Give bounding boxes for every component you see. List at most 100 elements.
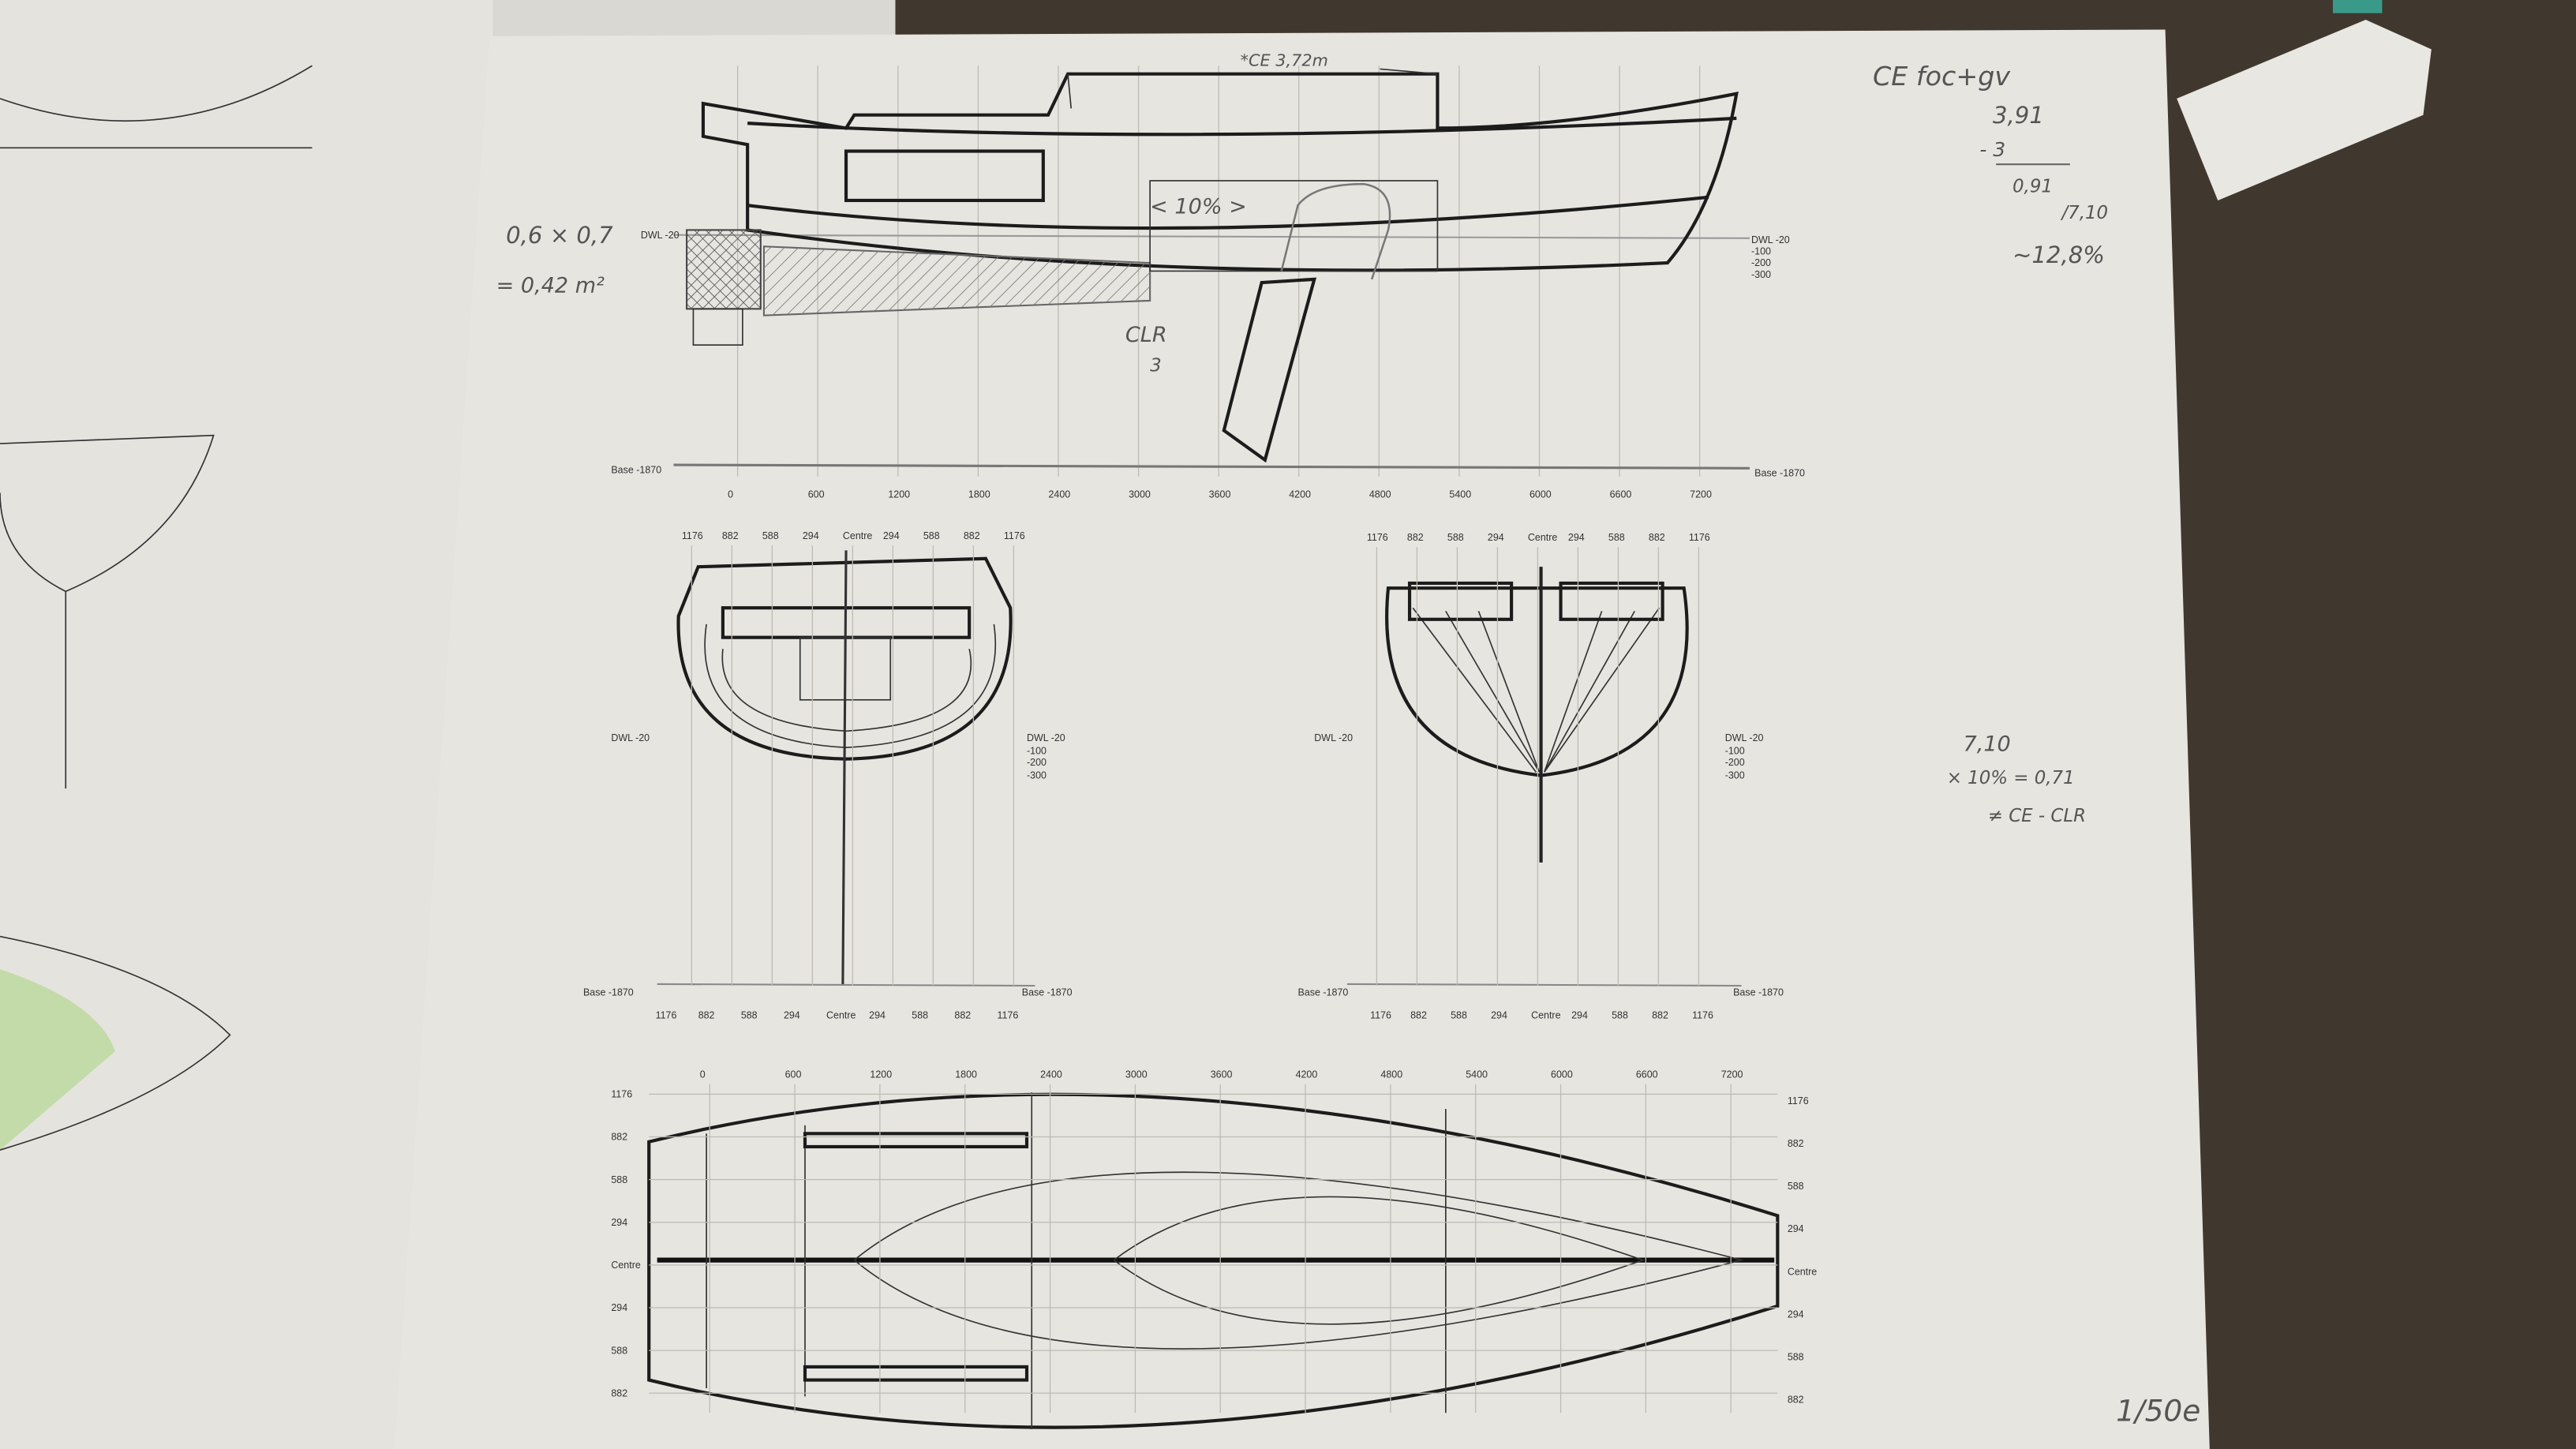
offset-tick-label: 1176 (1689, 532, 1710, 543)
plan-y-tick-right: 882 (1788, 1138, 1804, 1149)
section-view-aft: Base -1870 Base -1870 DWL -20 DWL -20 -1… (583, 530, 1073, 1021)
plan-y-tick-right: 1176 (1788, 1095, 1809, 1106)
x-tick-label: 4200 (1289, 489, 1311, 500)
x-tick-label: 1200 (888, 489, 910, 500)
plan-y-tick-right: Centre (1788, 1266, 1817, 1277)
depth-tick: -100 (1027, 745, 1046, 756)
base-label-left: Base -1870 (611, 465, 661, 476)
scale-note: 1/50e (2116, 1394, 2200, 1428)
offset-tick-label: 294 (803, 530, 819, 541)
base-label-right: Base -1870 (1754, 468, 1805, 479)
teal-object (2332, 0, 2383, 13)
plan-x-tick: 0 (700, 1069, 706, 1080)
note-clr-value: 3 (1150, 355, 1162, 376)
base-label: Base -1870 (583, 987, 634, 998)
plan-x-tick: 4800 (1380, 1069, 1402, 1080)
offset-tick-label: 1176 (682, 530, 703, 541)
plan-x-tick: 2400 (1040, 1069, 1062, 1080)
offset-tick-label: 294 (1571, 1010, 1588, 1021)
note-calc: /7,10 (2060, 203, 2108, 223)
rudder (686, 229, 762, 310)
offset-tick-label: 882 (1410, 1010, 1427, 1021)
note-calc: 3,91 (1993, 102, 2044, 129)
dwl-label: DWL -20 (1725, 732, 1764, 743)
offset-tick-label: 882 (1407, 532, 1424, 543)
plan-y-tick-left: 294 (611, 1217, 627, 1228)
note-calc-result: ~12,8% (2012, 242, 2105, 268)
depth-tick: -200 (1751, 257, 1771, 268)
x-tick-label: 7200 (1690, 489, 1712, 500)
plan-y-tick-left: 588 (611, 1345, 627, 1356)
offset-tick-label: 588 (741, 1010, 758, 1021)
offset-tick-label: 1176 (1367, 532, 1388, 543)
profile-view: Base -1870 Base -1870 DWL -20 DWL -20 -1… (611, 68, 1805, 479)
x-tick-label: 2400 (1048, 489, 1070, 500)
offset-tick-label: 294 (869, 1010, 886, 1021)
base-label: Base -1870 (1297, 987, 1348, 998)
offset-tick-label: 294 (1568, 532, 1585, 543)
plan-x-tick: 600 (785, 1069, 802, 1080)
plan-y-tick-left: 882 (611, 1132, 627, 1143)
note-ten-percent: < 10% > (1150, 195, 1247, 219)
note-clr: CLR (1125, 323, 1167, 347)
offset-tick-label: 588 (923, 530, 940, 541)
plan-x-tick: 3000 (1125, 1069, 1148, 1080)
plan-y-tick-left: Centre (611, 1260, 640, 1271)
note-lead: ≠ CE - CLR (1988, 806, 2086, 826)
offset-tick-label: 1176 (1370, 1010, 1391, 1021)
depth-tick: -300 (1725, 770, 1745, 781)
plan-y-tick-right: 294 (1788, 1309, 1804, 1320)
base-label: Base -1870 (1733, 987, 1784, 998)
dwl-line (673, 234, 1750, 239)
plan-y-tick-right: 294 (1788, 1223, 1804, 1234)
plan-x-tick: 6000 (1551, 1069, 1573, 1080)
depth-tick: -300 (1027, 770, 1046, 781)
offset-tick-label: 294 (1491, 1010, 1507, 1021)
note-ce-title: CE foc+gv (1873, 61, 2011, 92)
offset-tick-label: 882 (1652, 1010, 1668, 1021)
plan-y-tick-left: 1176 (611, 1089, 632, 1100)
plan-x-tick: 5400 (1466, 1069, 1488, 1080)
note-ce: *CE 3,72m (1241, 51, 1328, 69)
offset-tick-label: 588 (1608, 532, 1625, 543)
depth-tick: -200 (1725, 757, 1745, 768)
x-tick-label: 5400 (1449, 489, 1471, 500)
offset-tick-label: 882 (954, 1010, 971, 1021)
note-lead: × 10% = 0,71 (1947, 768, 2075, 788)
plan-x-tick: 3600 (1211, 1069, 1233, 1080)
offset-tick-label: 588 (1612, 1010, 1628, 1021)
deck-outline (647, 1092, 1780, 1429)
x-tick-label: 4800 (1369, 489, 1391, 500)
plan-y-tick-right: 588 (1788, 1181, 1804, 1192)
note-rudder-area: = 0,42 m² (496, 274, 605, 298)
depth-tick: -200 (1027, 757, 1046, 768)
dwl-label: DWL -20 (1027, 732, 1065, 743)
x-tick-label: 6000 (1530, 489, 1552, 500)
left-sheet-drawings (0, 65, 313, 1151)
offset-tick-label: 588 (762, 530, 779, 541)
plan-x-tick: 6600 (1636, 1069, 1658, 1080)
plan-x-tick: 7200 (1721, 1069, 1743, 1080)
offset-tick-label: 588 (1447, 532, 1464, 543)
plan-y-tick-right: 588 (1788, 1352, 1804, 1363)
note-rudder-dims: 0,6 × 0,7 (506, 222, 613, 249)
paper-scrap (2177, 19, 2432, 200)
plan-y-tick-left: 588 (611, 1174, 627, 1185)
offset-tick-label: 1176 (1004, 530, 1025, 541)
offset-tick-label: 882 (722, 530, 739, 541)
offset-tick-label: 588 (912, 1010, 928, 1021)
plan-x-tick: 1800 (955, 1069, 977, 1080)
baseline (673, 463, 1750, 470)
dwl-label-right: DWL -20 (1751, 234, 1790, 245)
offset-tick-label: 294 (784, 1010, 800, 1021)
offset-tick-label: 882 (964, 530, 980, 541)
note-calc: 0,91 (2012, 177, 2053, 197)
offset-tick-label: Centre (1528, 532, 1557, 543)
dwl-label: DWL -20 (611, 732, 650, 743)
dwl-label-left: DWL -20 (641, 230, 680, 241)
plan-x-tick: 4200 (1296, 1069, 1318, 1080)
offset-tick-label: 1176 (656, 1010, 677, 1021)
x-tick-label: 3600 (1209, 489, 1231, 500)
